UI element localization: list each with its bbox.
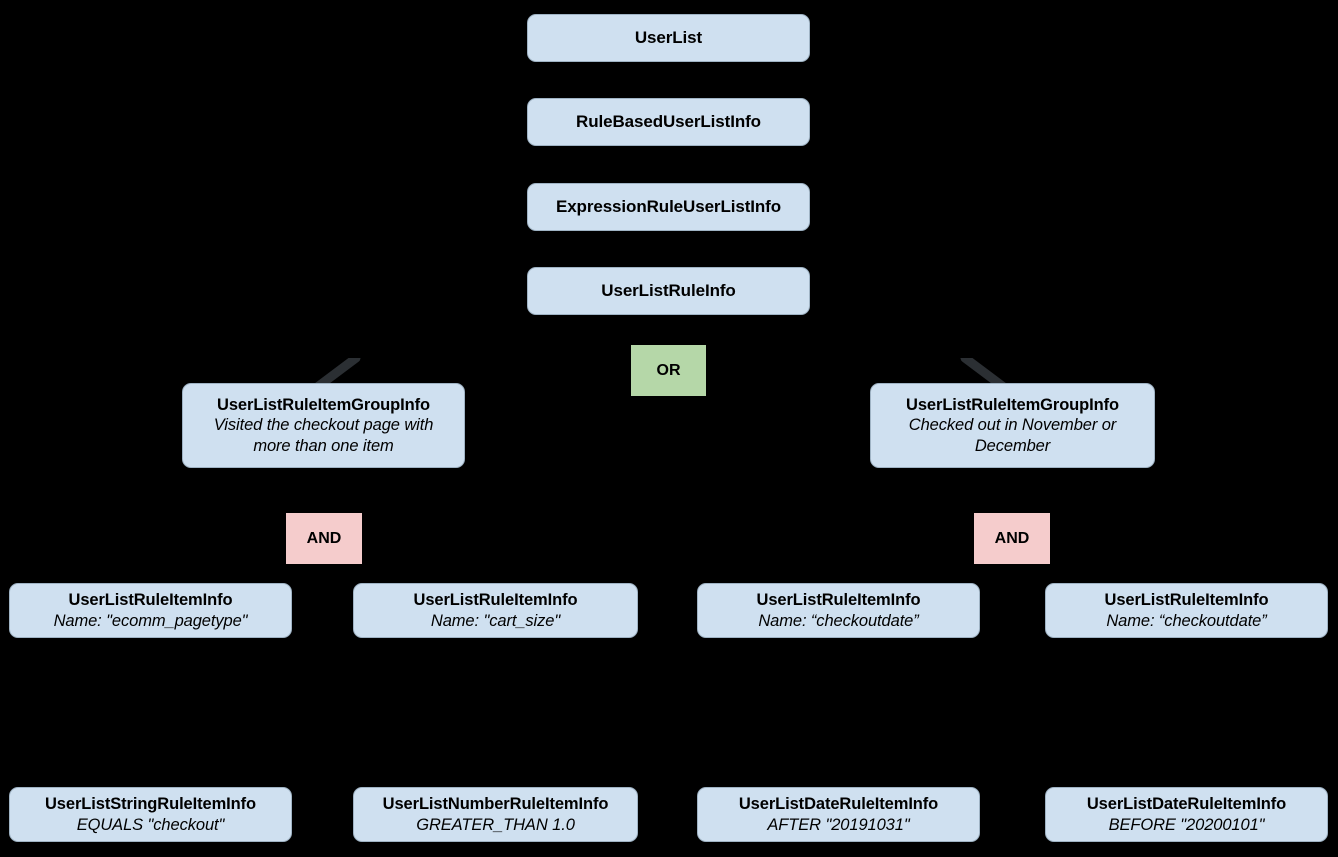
node-title: UserListRuleItemInfo	[1104, 591, 1269, 610]
node-user-list[interactable]: UserList	[527, 14, 810, 62]
node-leaf-date-rule-after[interactable]: UserListDateRuleItemInfo AFTER "20191031…	[697, 787, 980, 842]
node-description: BEFORE "20200101"	[1108, 815, 1265, 834]
node-title: UserListRuleItemGroupInfo	[217, 396, 430, 415]
node-rule-item-ecomm-pagetype[interactable]: UserListRuleItemInfo Name: "ecomm_pagety…	[9, 583, 292, 638]
node-rule-item-checkoutdate-after[interactable]: UserListRuleItemInfo Name: “checkoutdate…	[697, 583, 980, 638]
operator-label: OR	[656, 361, 681, 379]
node-title: UserList	[634, 27, 703, 47]
node-description: Name: “checkoutdate”	[1106, 611, 1267, 630]
node-rule-based-user-list-info[interactable]: RuleBasedUserListInfo	[527, 98, 810, 146]
node-group-checkout-month[interactable]: UserListRuleItemGroupInfo Checked out in…	[870, 383, 1155, 468]
node-title: UserListRuleItemInfo	[68, 591, 233, 610]
node-title: UserListRuleItemGroupInfo	[906, 396, 1119, 415]
node-title: UserListStringRuleItemInfo	[44, 795, 256, 814]
node-title: UserListDateRuleItemInfo	[738, 795, 939, 814]
node-leaf-number-rule-greater-than[interactable]: UserListNumberRuleItemInfo GREATER_THAN …	[353, 787, 638, 842]
node-description-line-1: Checked out in November or	[908, 416, 1117, 435]
operator-badge-and-left[interactable]: AND	[286, 513, 362, 564]
node-description: GREATER_THAN 1.0	[416, 815, 575, 834]
node-description: Name: “checkoutdate”	[758, 611, 919, 630]
operator-badge-and-right[interactable]: AND	[974, 513, 1050, 564]
node-title: UserListRuleInfo	[601, 280, 736, 300]
node-title: ExpressionRuleUserListInfo	[555, 196, 782, 216]
node-title: UserListNumberRuleItemInfo	[382, 795, 609, 814]
operator-label: AND	[994, 529, 1030, 547]
node-title: UserListDateRuleItemInfo	[1086, 795, 1287, 814]
node-user-list-rule-info[interactable]: UserListRuleInfo	[527, 267, 810, 315]
node-expression-rule-user-list-info[interactable]: ExpressionRuleUserListInfo	[527, 183, 810, 231]
node-description: Name: "ecomm_pagetype"	[53, 611, 248, 630]
node-rule-item-checkoutdate-before[interactable]: UserListRuleItemInfo Name: “checkoutdate…	[1045, 583, 1328, 638]
node-title: UserListRuleItemInfo	[756, 591, 921, 610]
node-description: EQUALS "checkout"	[76, 815, 225, 834]
node-description-line-2: December	[974, 436, 1051, 455]
node-description: Name: "cart_size"	[430, 611, 561, 630]
node-rule-item-cart-size[interactable]: UserListRuleItemInfo Name: "cart_size"	[353, 583, 638, 638]
node-title: RuleBasedUserListInfo	[576, 111, 761, 131]
node-group-checkout-page[interactable]: UserListRuleItemGroupInfo Visited the ch…	[182, 383, 465, 468]
node-title: UserListRuleItemInfo	[413, 591, 578, 610]
node-description-line-1: Visited the checkout page with	[213, 416, 434, 435]
node-description-line-2: more than one item	[253, 436, 394, 455]
operator-badge-or[interactable]: OR	[631, 345, 706, 396]
operator-label: AND	[306, 529, 342, 547]
node-leaf-string-rule-equals-checkout[interactable]: UserListStringRuleItemInfo EQUALS "check…	[9, 787, 292, 842]
node-description: AFTER "20191031"	[767, 815, 910, 834]
node-leaf-date-rule-before[interactable]: UserListDateRuleItemInfo BEFORE "2020010…	[1045, 787, 1328, 842]
